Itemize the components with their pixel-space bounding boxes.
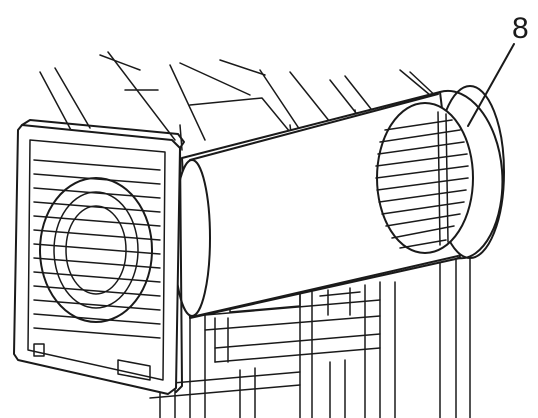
callout-label: 8	[512, 12, 529, 45]
fan-grille-icon	[13, 119, 185, 395]
wall-frame-icon	[39, 51, 471, 418]
leader-line-icon	[467, 43, 515, 127]
outlet-louvre-icon	[375, 85, 505, 260]
